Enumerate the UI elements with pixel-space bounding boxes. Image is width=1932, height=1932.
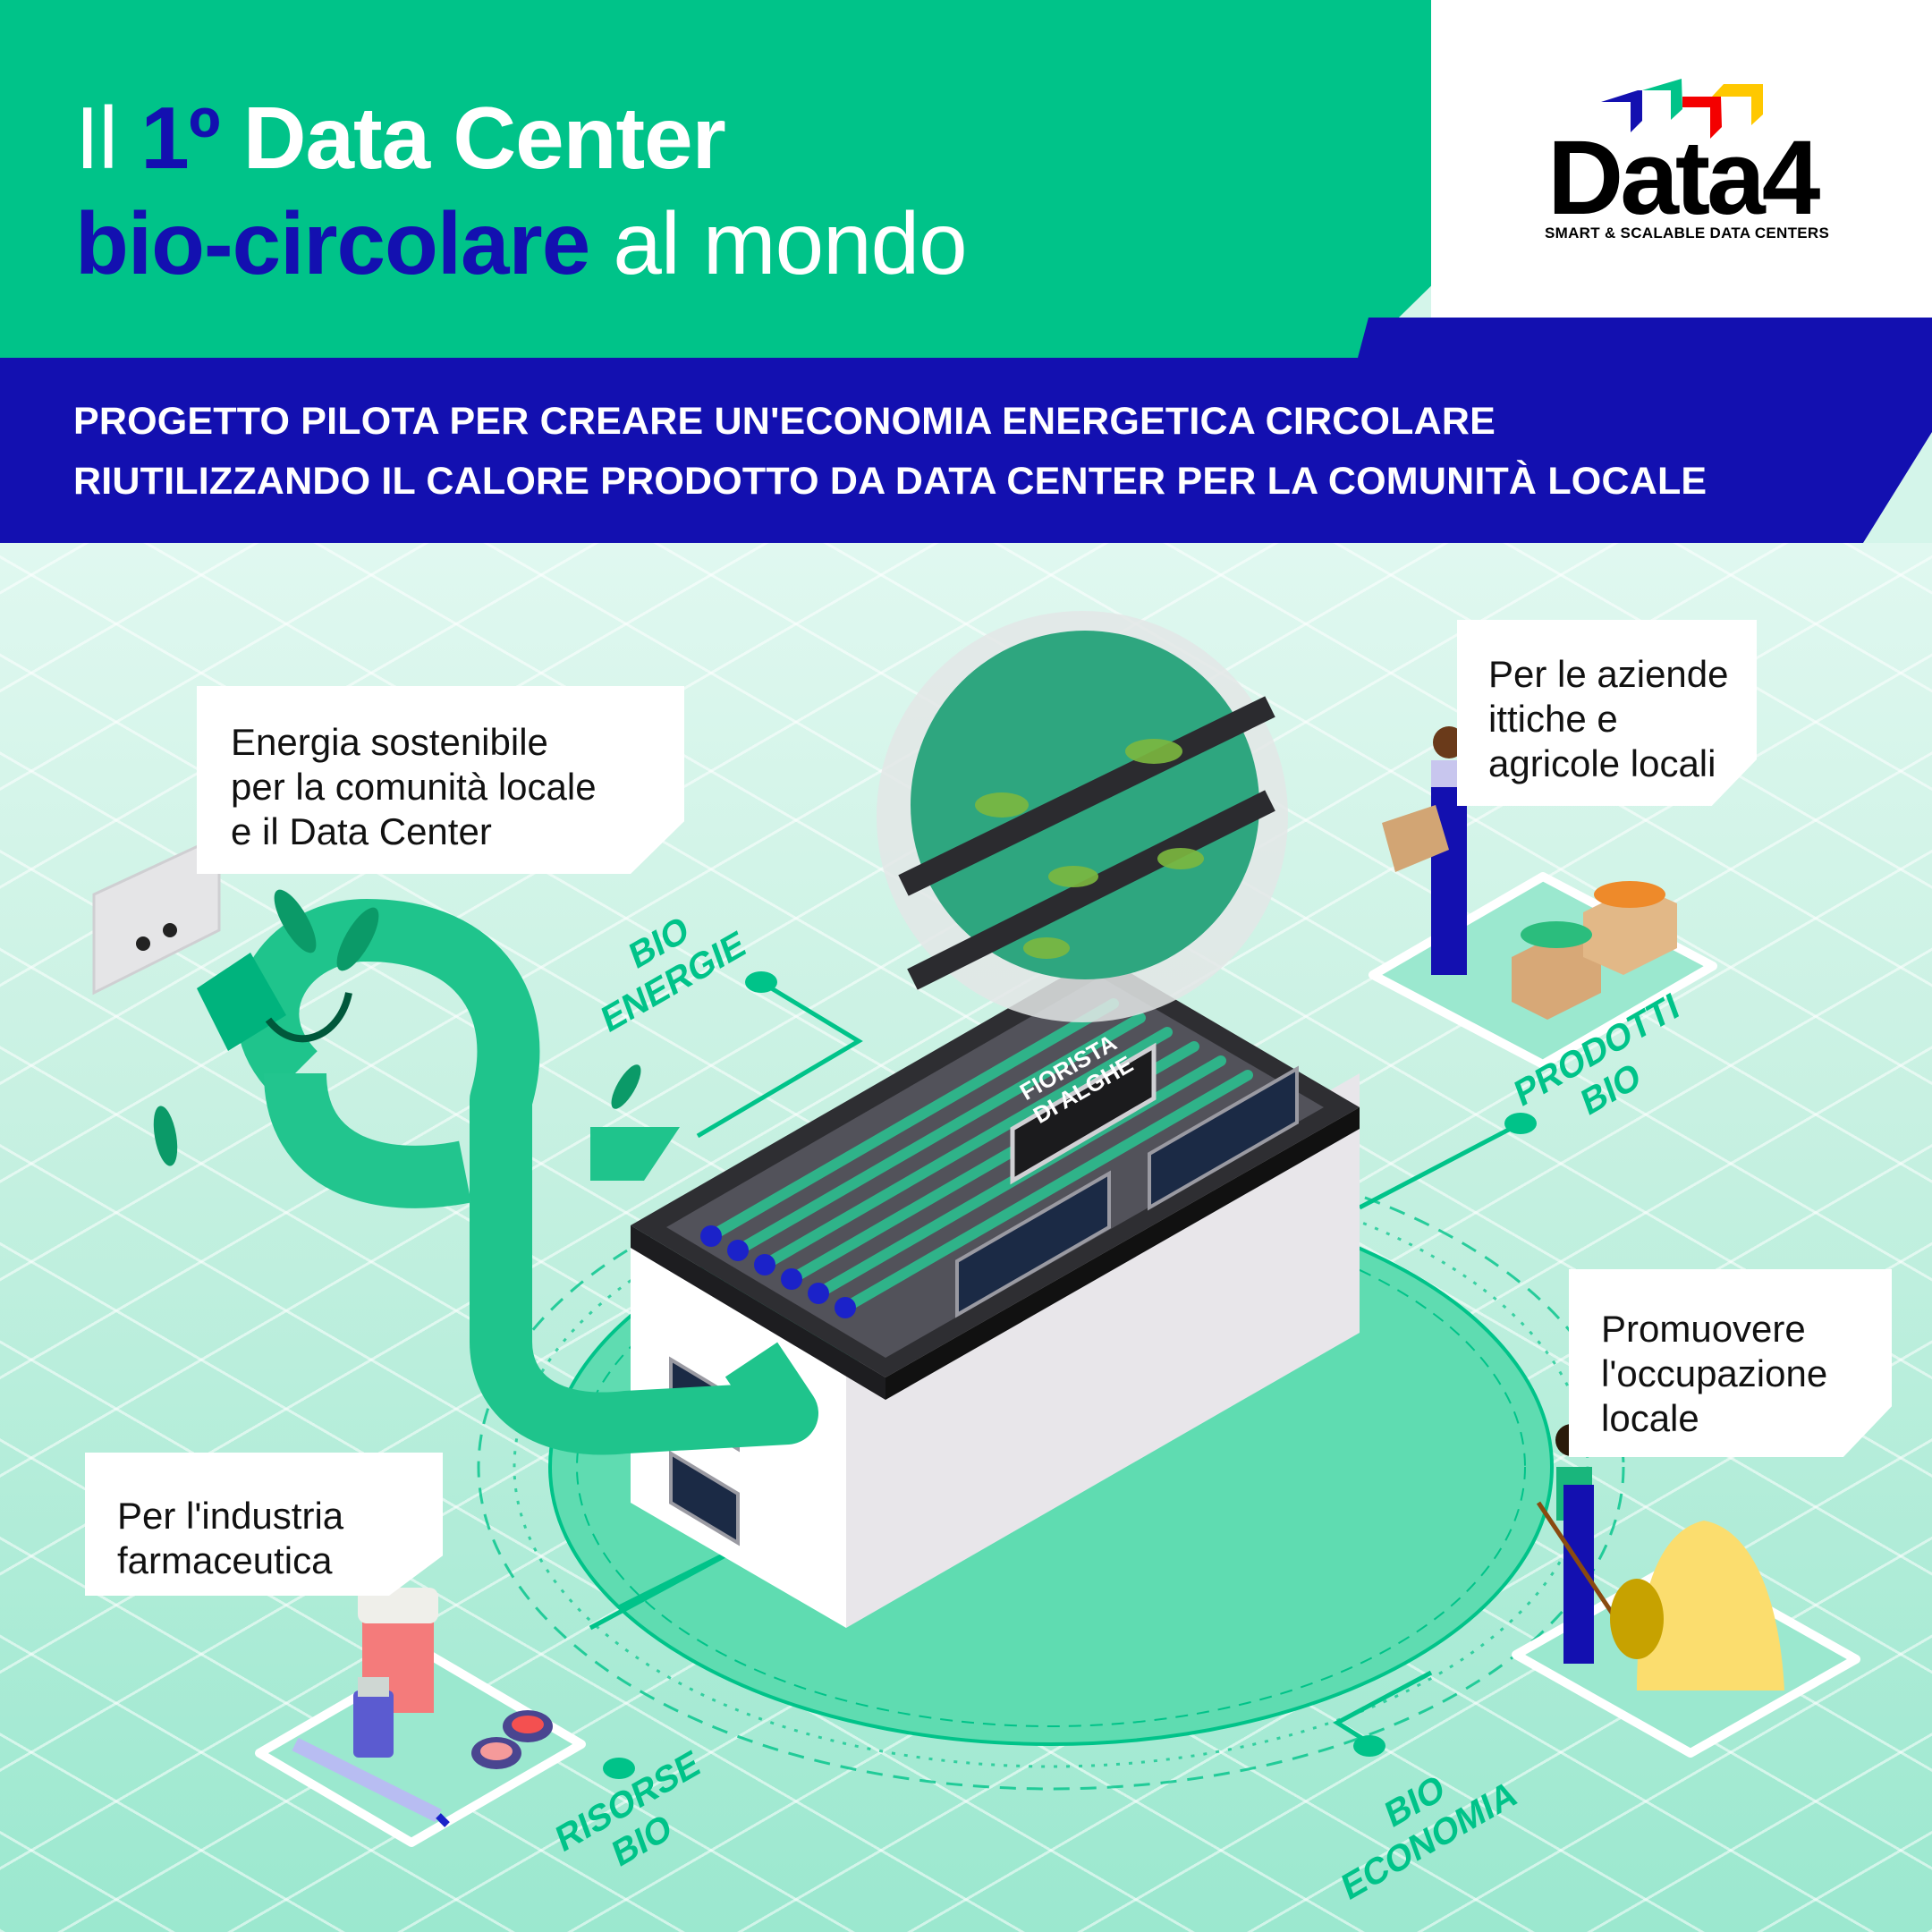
data4-logo-chevrons-icon [1601, 79, 1763, 139]
page-title: Il 1º Data Center bio-circolare al mondo [75, 89, 968, 292]
data4-wordmark: Data4 [1547, 119, 1820, 237]
vial-icon [353, 1677, 394, 1758]
power-socket-icon [92, 834, 221, 996]
callout-aziende: Per le aziende ittiche e agricole locali [1457, 620, 1757, 806]
magnifier-algae-icon [877, 611, 1288, 1022]
callout-occupazione: Promuovere l'occupazione locale [1569, 1269, 1892, 1457]
leaf-icon [153, 889, 641, 1166]
vegetable-crate-icon [1512, 881, 1677, 1020]
header-band [0, 0, 1449, 358]
syringe-icon [292, 1737, 450, 1827]
hay-bale-icon [1610, 1521, 1784, 1690]
subtitle-text: PROGETTO PILOTA PER CREARE UN'ECONOMIA E… [73, 400, 1707, 503]
callout-energia: Energia sostenibile per la comunità loca… [197, 686, 684, 874]
circular-arrow-icon [236, 899, 818, 1455]
data-center-building-icon [631, 955, 1360, 1628]
cosmetic-compact-icon [471, 1710, 553, 1769]
callout-farmaceutica: Per l'industria farmaceutica [85, 1453, 443, 1596]
logo-tagline: SMART & SCALABLE DATA CENTERS [1545, 225, 1830, 242]
logo-panel [1431, 0, 1932, 318]
plug-icon [197, 953, 352, 1051]
